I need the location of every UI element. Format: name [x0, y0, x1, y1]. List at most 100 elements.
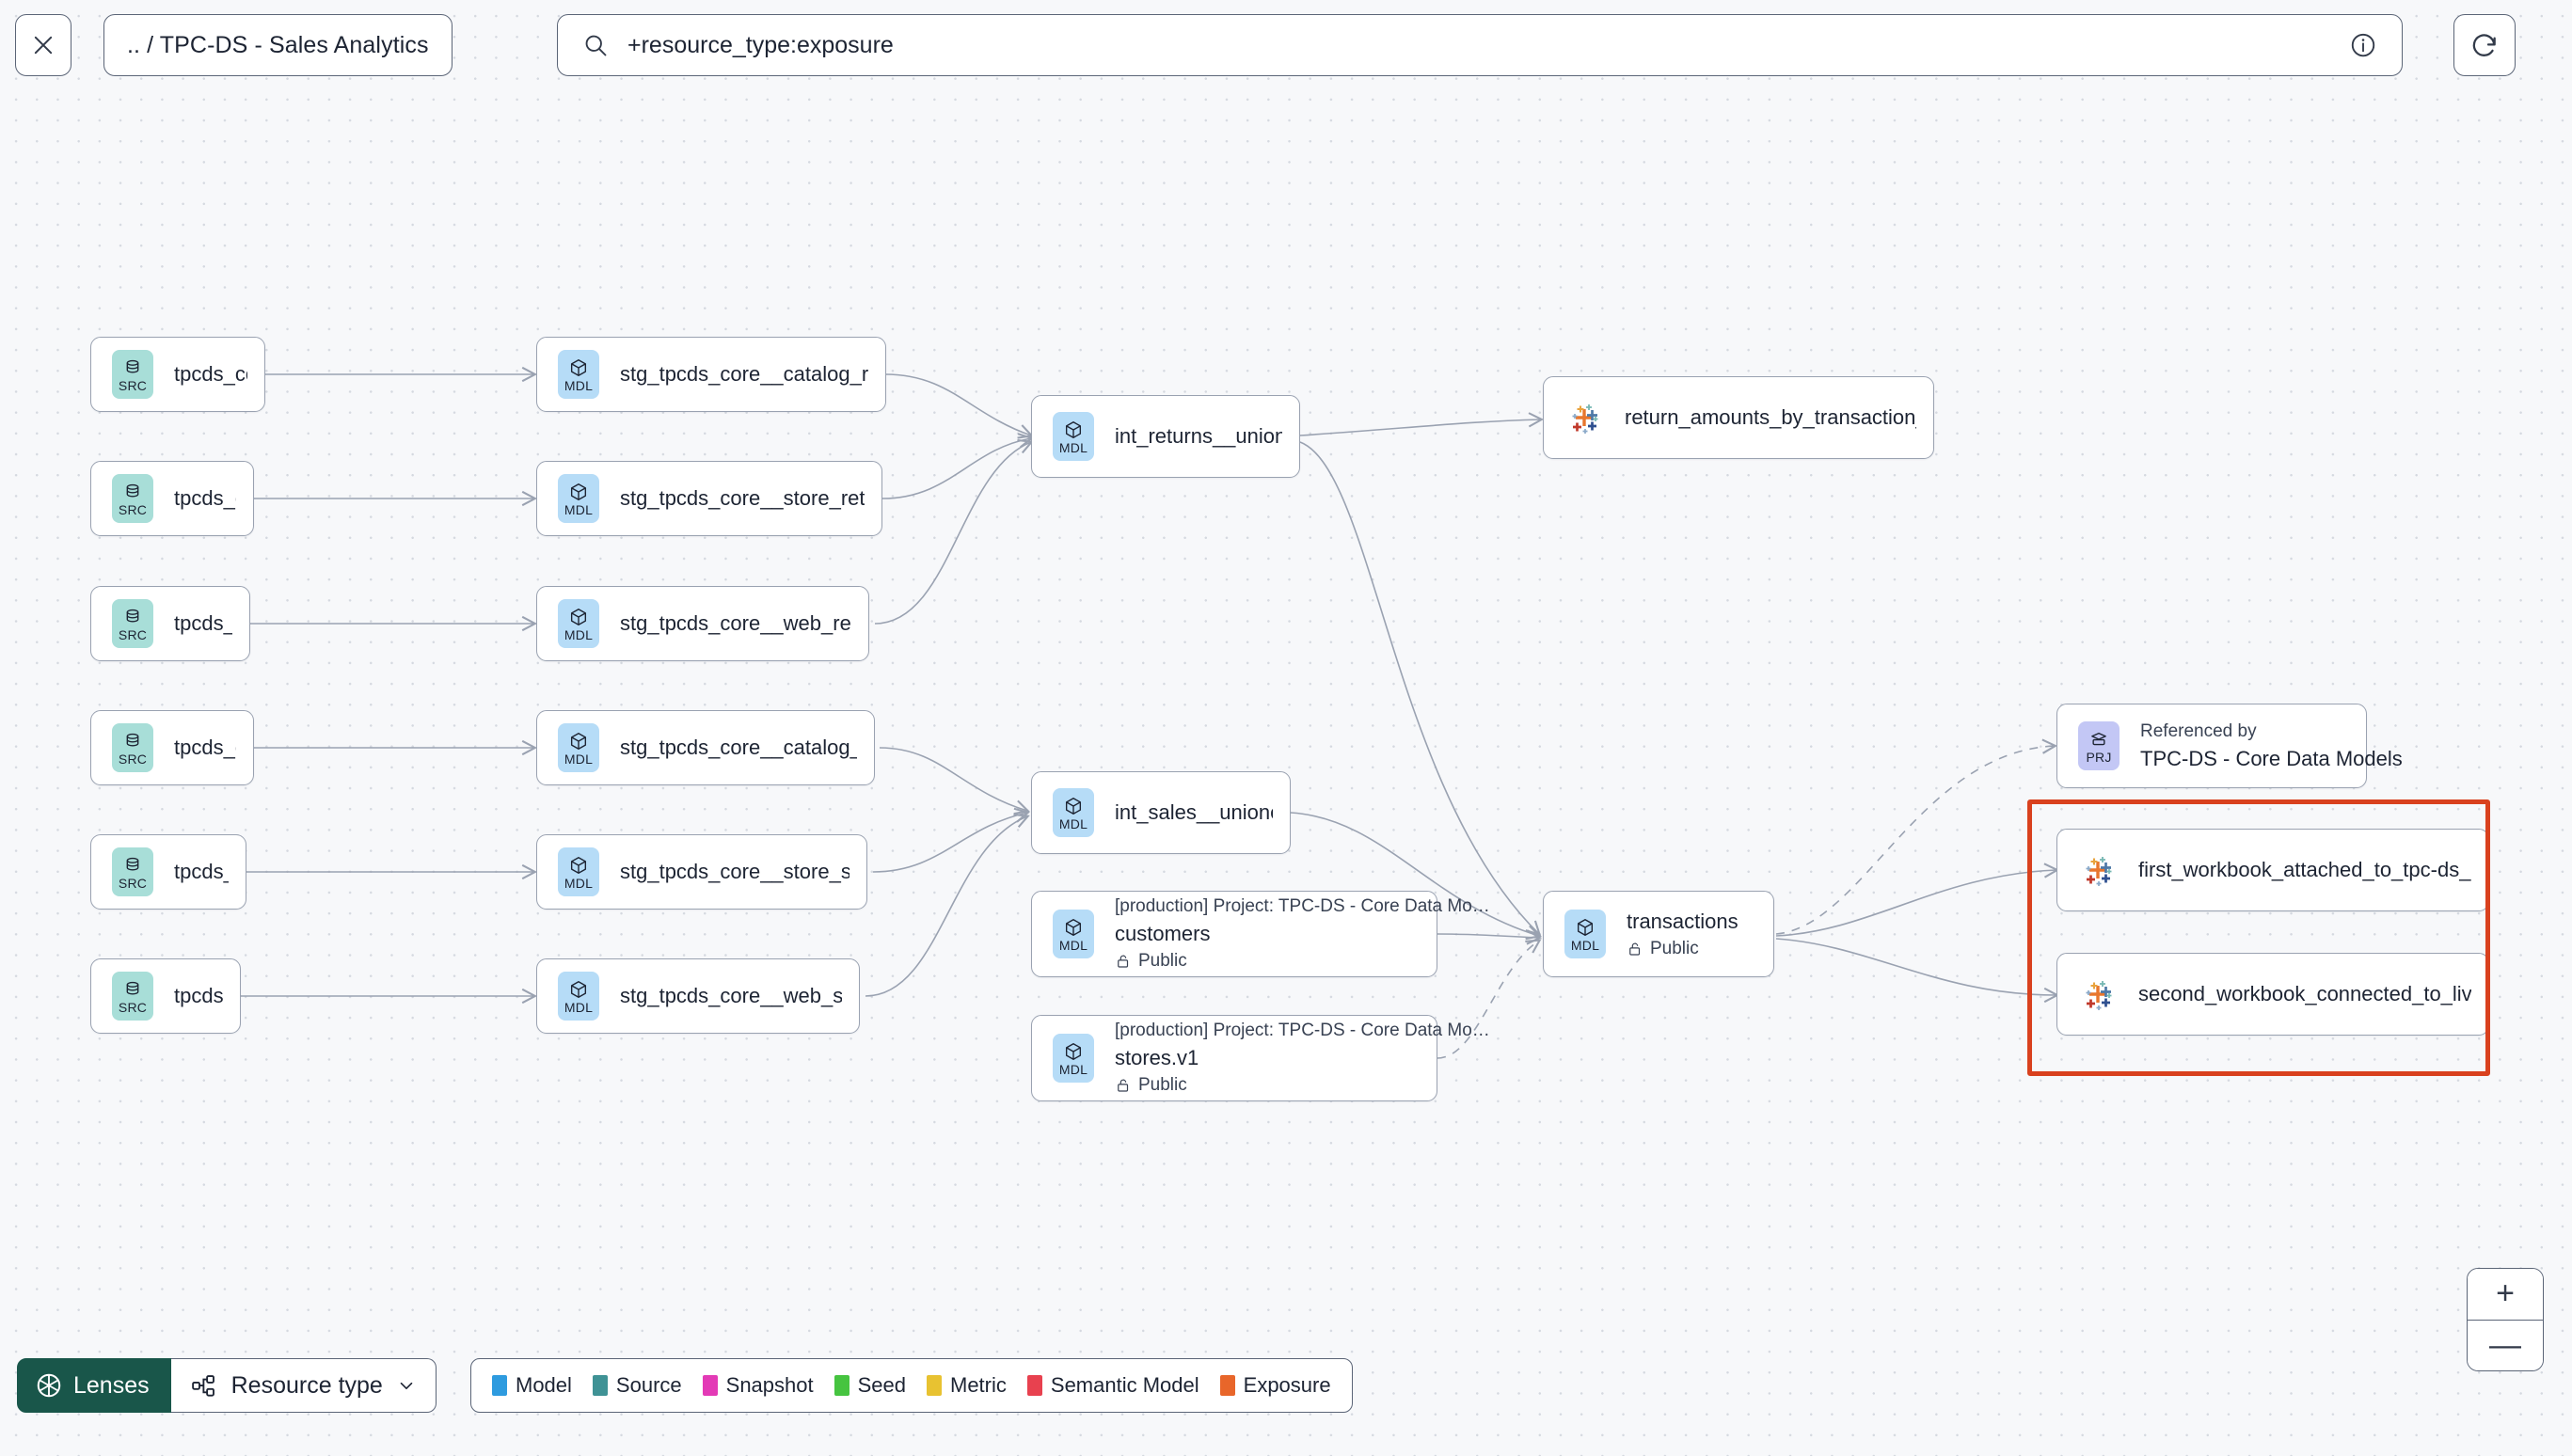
node-project-label: [production] Project: TPC-DS - Core Data…	[1115, 896, 1490, 916]
close-button[interactable]	[15, 14, 71, 76]
zoom-in-button[interactable]: +	[2468, 1269, 2543, 1320]
node-stg-store-returns[interactable]: MDL stg_tpcds_core__store_returns	[536, 461, 882, 536]
node-src-store-sales[interactable]: SRC tpcds_core.store_sales	[90, 834, 246, 910]
badge-text: SRC	[118, 377, 148, 393]
node-first-workbook[interactable]: first_workbook_attached_to_tpc-ds_-_…	[2056, 829, 2489, 911]
legend-item-source[interactable]: Source	[592, 1373, 682, 1398]
breadcrumb[interactable]: .. / TPC-DS - Sales Analytics	[103, 14, 452, 76]
visibility-text: Public	[1138, 1075, 1187, 1095]
unlock-icon	[1118, 955, 1129, 968]
node-label: transactions	[1627, 909, 1738, 933]
legend-swatch	[1219, 1375, 1235, 1396]
node-src-web-returns[interactable]: SRC tpcds_core.web_returns	[90, 586, 250, 661]
badge-text: MDL	[564, 999, 594, 1015]
node-project-referenced-by[interactable]: PRJ Referenced by TPC-DS - Core Data Mod…	[2056, 704, 2403, 788]
node-text-stack: [production] Project: TPC-DS - Core Data…	[1115, 896, 1490, 972]
node-int-returns-unioned[interactable]: MDL int_returns__unioned	[1031, 395, 1300, 478]
legend-item-snapshot[interactable]: Snapshot	[702, 1373, 814, 1398]
exposure-tableau-icon	[2080, 975, 2118, 1013]
badge-text: SRC	[118, 751, 148, 767]
node-src-catalog-sales[interactable]: SRC tpcds_core.catalog_sales	[90, 710, 254, 785]
legend-label: Model	[516, 1373, 572, 1397]
lenses-button[interactable]: Lenses	[17, 1358, 171, 1413]
aperture-icon	[37, 1373, 61, 1398]
source-badge-icon: SRC	[112, 723, 153, 772]
search-input[interactable]: +resource_type:exposure	[627, 31, 894, 58]
node-src-web-sales[interactable]: SRC tpcds_core.web_sales	[90, 958, 241, 1034]
search-bar[interactable]: +resource_type:exposure	[557, 14, 2403, 76]
node-stg-web-returns[interactable]: MDL stg_tpcds_core__web_returns	[536, 586, 869, 661]
lens-toolbar: Lenses Resource type	[17, 1358, 437, 1413]
legend-item-semantic-model[interactable]: Semantic Model	[1026, 1373, 1199, 1398]
badge-text: MDL	[1058, 937, 1088, 953]
badge-text: MDL	[564, 875, 594, 891]
exposure-tableau-icon	[1566, 399, 1604, 436]
model-badge-icon: MDL	[558, 972, 599, 1021]
node-stg-store-sales[interactable]: MDL stg_tpcds_core__store_sales	[536, 834, 867, 910]
resource-type-legend: Model Source Snapshot Seed Metric Semant…	[470, 1358, 1353, 1413]
legend-item-exposure[interactable]: Exposure	[1219, 1373, 1331, 1398]
resource-type-dropdown[interactable]: Resource type	[170, 1358, 437, 1413]
node-project-label: [production] Project: TPC-DS - Core Data…	[1115, 1021, 1490, 1040]
node-label: int_sales__unioned	[1115, 800, 1273, 824]
legend-item-metric[interactable]: Metric	[927, 1373, 1007, 1398]
legend-label: Metric	[950, 1373, 1007, 1397]
badge-text: MDL	[564, 751, 594, 767]
source-badge-icon: SRC	[112, 599, 153, 648]
legend-swatch	[1026, 1375, 1042, 1396]
badge-text: SRC	[118, 626, 148, 642]
node-visibility: Public	[1115, 951, 1490, 972]
node-text-stack: transactions Public	[1627, 910, 1738, 959]
model-badge-icon: MDL	[558, 723, 599, 772]
node-stores-v1[interactable]: MDL [production] Project: TPC-DS - Core …	[1031, 1015, 1490, 1101]
source-badge-icon: SRC	[112, 847, 153, 896]
badge-text: MDL	[1058, 815, 1088, 831]
node-src-store-returns[interactable]: SRC tpcds_core.store_returns	[90, 461, 254, 536]
node-customers[interactable]: MDL [production] Project: TPC-DS - Core …	[1031, 891, 1490, 977]
badge-text: MDL	[1570, 937, 1600, 953]
node-visibility: Public	[1115, 1075, 1490, 1096]
breadcrumb-label: .. / TPC-DS - Sales Analytics	[127, 31, 429, 58]
legend-swatch	[834, 1375, 849, 1396]
legend-item-model[interactable]: Model	[492, 1373, 572, 1398]
node-label: first_workbook_attached_to_tpc-ds_-_…	[2138, 858, 2471, 881]
node-int-sales-unioned[interactable]: MDL int_sales__unioned	[1031, 771, 1291, 854]
legend-label: Semantic Model	[1050, 1373, 1199, 1397]
project-badge-icon: PRJ	[2078, 721, 2120, 770]
model-badge-icon: MDL	[1053, 788, 1094, 837]
badge-text: MDL	[1058, 439, 1088, 455]
node-label: TPC-DS - Core Data Models	[2140, 746, 2403, 770]
legend-label: Snapshot	[725, 1373, 814, 1397]
model-badge-icon: MDL	[558, 474, 599, 523]
info-circle-icon[interactable]	[2349, 31, 2377, 59]
node-label: tpcds_core.catalog_sales	[174, 736, 236, 759]
refresh-button[interactable]	[2453, 14, 2516, 76]
node-label: tpcds_core.store_returns	[174, 486, 236, 510]
legend-item-seed[interactable]: Seed	[834, 1373, 906, 1398]
node-stg-catalog-returns[interactable]: MDL stg_tpcds_core__catalog_returns	[536, 337, 886, 412]
model-badge-icon: MDL	[558, 350, 599, 399]
resource-type-label: Resource type	[230, 1371, 383, 1399]
node-referenced-by-label: Referenced by	[2140, 720, 2257, 741]
node-label: stg_tpcds_core__web_sales	[620, 984, 842, 1007]
node-return-amounts-by-transaction-type[interactable]: return_amounts_by_transaction_type	[1543, 376, 1934, 459]
node-second-workbook[interactable]: second_workbook_connected_to_live…	[2056, 953, 2489, 1036]
close-icon	[34, 36, 53, 55]
node-stg-web-sales[interactable]: MDL stg_tpcds_core__web_sales	[536, 958, 860, 1034]
node-stg-catalog-sales[interactable]: MDL stg_tpcds_core__catalog_sales	[536, 710, 875, 785]
legend-swatch	[592, 1375, 608, 1396]
legend-label: Exposure	[1243, 1373, 1331, 1397]
legend-label: Source	[615, 1373, 682, 1397]
node-transactions[interactable]: MDL transactions Public	[1543, 891, 1774, 977]
node-text-stack: Referenced by TPC-DS - Core Data Models	[2140, 721, 2403, 771]
chevron-down-icon	[400, 1382, 413, 1390]
top-toolbar: .. / TPC-DS - Sales Analytics +resource_…	[0, 0, 2572, 109]
source-badge-icon: SRC	[112, 474, 153, 523]
badge-text: MDL	[564, 626, 594, 642]
unlock-icon	[1629, 942, 1641, 956]
node-src-catalog-returns[interactable]: SRC tpcds_core.catalog_returns	[90, 337, 265, 412]
zoom-out-button[interactable]: —	[2468, 1319, 2543, 1370]
node-label: tpcds_core.web_sales	[174, 984, 223, 1007]
